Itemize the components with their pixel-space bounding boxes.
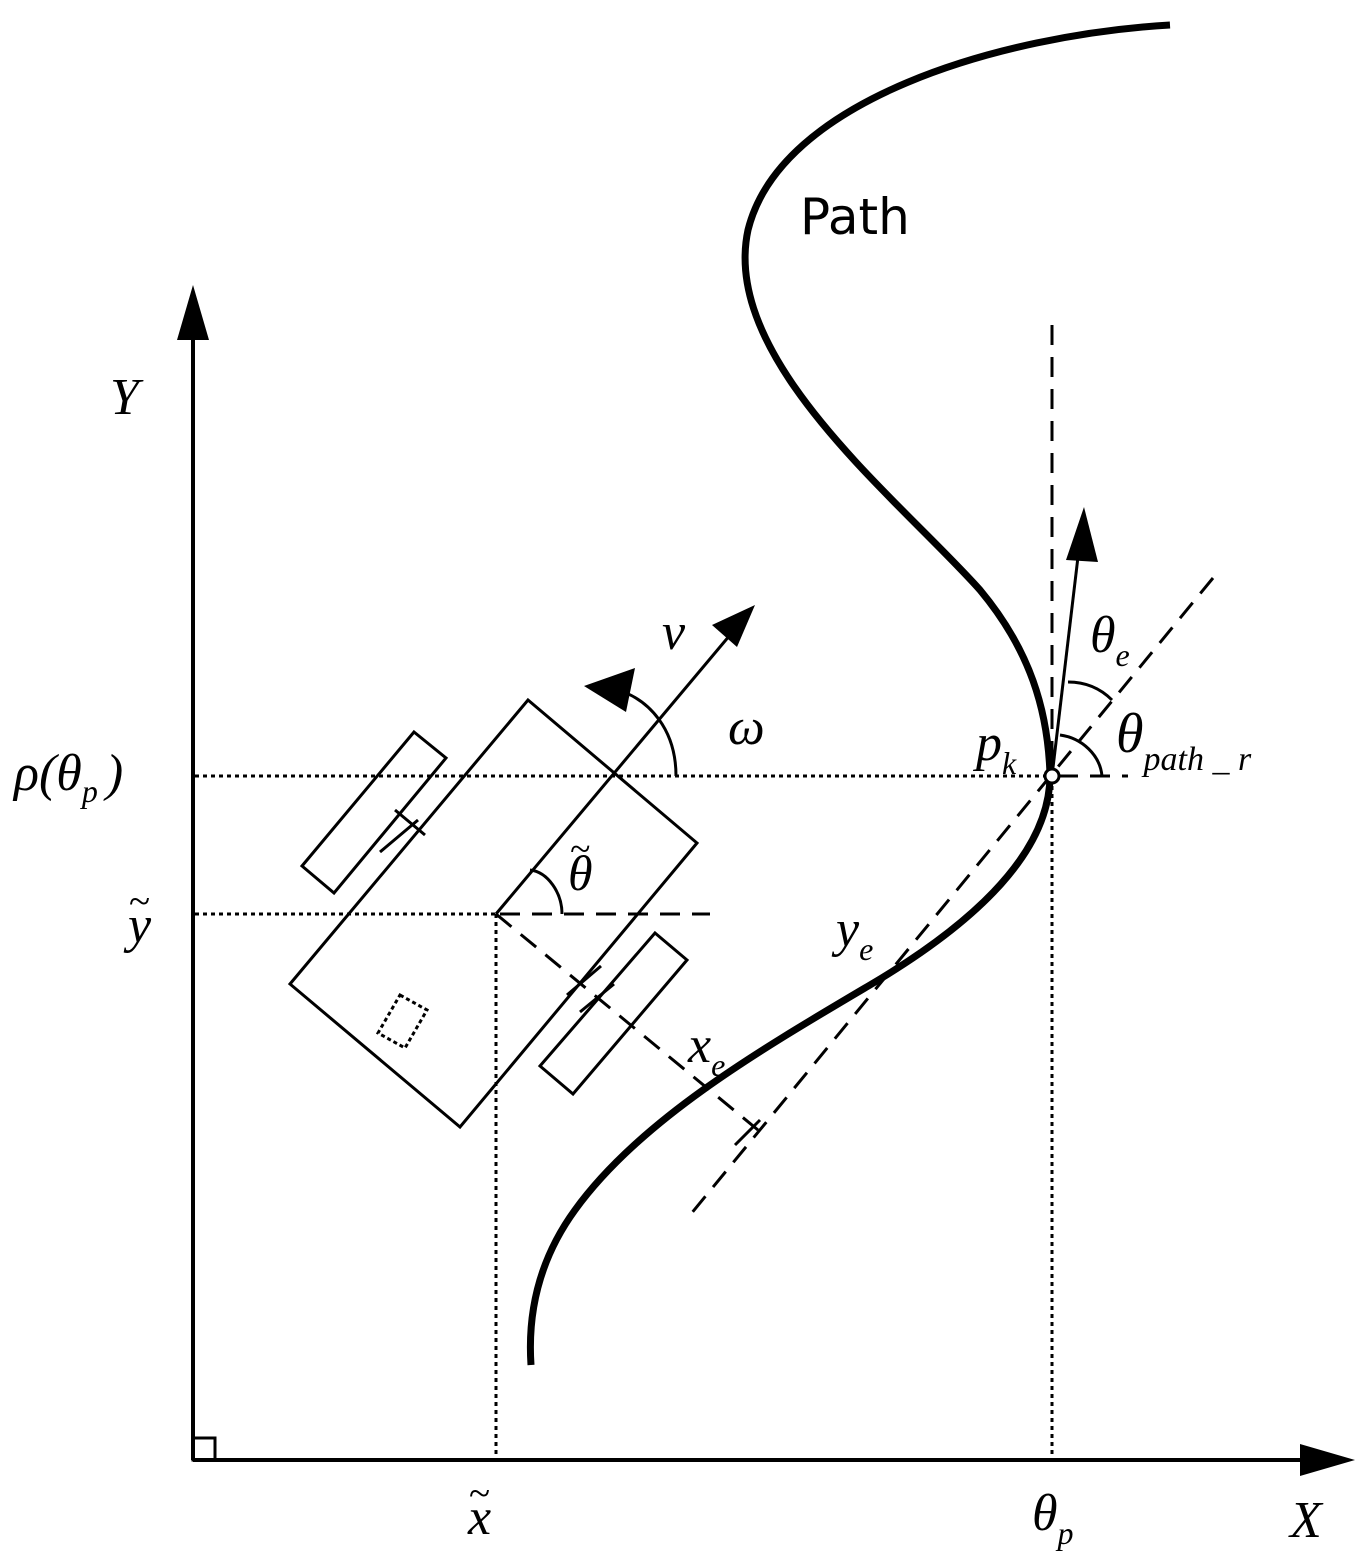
y-tilde-label: y: [128, 900, 151, 952]
xe-end-tick: [733, 1118, 762, 1147]
x-axis-arrowhead: [1300, 1444, 1355, 1476]
omega-label: ω: [728, 699, 765, 756]
theta-e-label: θe: [1090, 607, 1130, 673]
tangent-dashed-line: [684, 577, 1215, 1221]
pk-label: pk: [976, 715, 1017, 781]
omega-arrowhead: [584, 668, 635, 712]
axis-y-label: Y: [110, 369, 139, 426]
theta-tilde-label: θ: [568, 848, 593, 898]
reference-path-curve: [526, 21, 1171, 1366]
axis-x-label: X: [1290, 1492, 1322, 1549]
xe-label: xe: [688, 1017, 726, 1083]
theta-e-arc: [1067, 680, 1114, 702]
heading-arrow-shaft: [1050, 539, 1082, 777]
theta-path-label: θpath _ r: [1116, 703, 1252, 778]
robot-caster: [375, 992, 430, 1051]
pk-point: [1043, 767, 1061, 785]
x-tilde-label: x: [468, 1492, 491, 1544]
theta-p-label: θp: [1032, 1485, 1074, 1551]
left-wheel-axle-b: [394, 808, 426, 837]
velocity-arrowhead: [712, 605, 755, 647]
rho-label: ρ(θp): [14, 745, 124, 809]
xe-dashed-line: [495, 912, 759, 1132]
theta-tilde-arc: [529, 868, 564, 915]
heading-arrowhead: [1066, 507, 1098, 562]
y-axis-arrowhead: [177, 285, 209, 340]
robot-right-wheel: [537, 930, 690, 1097]
robot-body: [287, 697, 700, 1130]
velocity-arrow-shaft: [494, 634, 732, 915]
right-wheel-axle-b: [579, 982, 615, 1014]
theta-path-arc: [1059, 733, 1104, 777]
ye-label: ye: [836, 901, 874, 967]
path-label: Path: [800, 188, 910, 246]
robot-left-wheel: [299, 729, 449, 896]
velocity-label: v: [662, 604, 686, 661]
right-angle-marker: [191, 1436, 217, 1462]
right-wheel-axle: [566, 964, 602, 997]
